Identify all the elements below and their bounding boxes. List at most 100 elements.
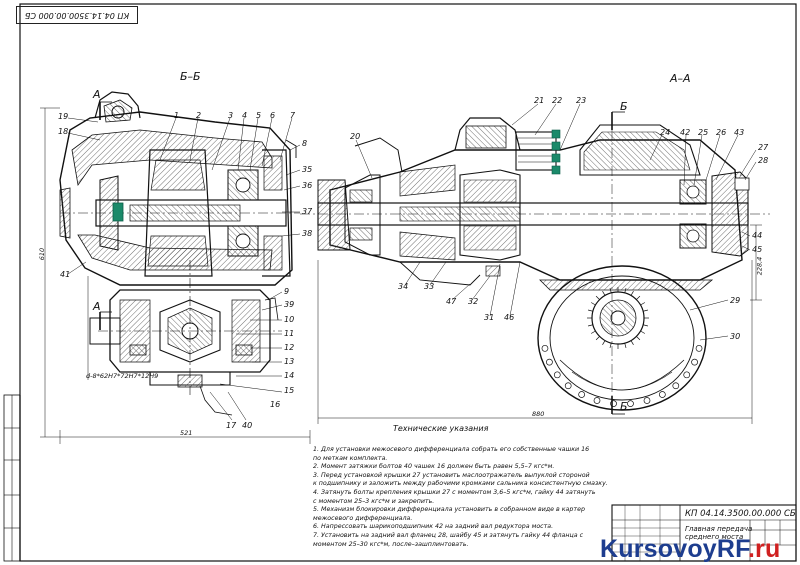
callout: 11 [284, 329, 295, 338]
callout: 10 [284, 315, 295, 324]
callout: 28 [758, 156, 769, 165]
bolt-hole [643, 397, 651, 404]
gear-tooth [602, 290, 606, 296]
bolt-hole [578, 391, 585, 398]
gear-tooth [590, 302, 596, 306]
note-line: по меткам комплекта. [313, 454, 388, 462]
callout: 30 [730, 332, 741, 341]
leaders-right [355, 103, 757, 341]
drawing-code-stamp: КП 04.14.3500.00.000 СБ [16, 6, 138, 24]
callout: 4 [242, 111, 248, 120]
callout: 18 [58, 127, 69, 136]
callout: 6 [270, 111, 276, 120]
callout: 29 [730, 296, 741, 305]
bolt-hole [659, 391, 666, 398]
brand-main: KursovoyRF [600, 535, 748, 563]
gear-tooth [624, 343, 627, 349]
bolt-hole [541, 344, 549, 352]
section-bb-title: Б–Б [180, 70, 201, 83]
note-line: моментом 25–30 кгс*м, после–зашплинтоват… [313, 540, 469, 548]
callout: 45 [752, 245, 763, 254]
note-line: 4. Затянуть болты крепления крышки 27 с … [313, 488, 596, 496]
bolt-hole [672, 382, 680, 390]
gear-tooth [630, 290, 634, 296]
gear-tooth [587, 324, 593, 327]
callout: 36 [302, 181, 313, 190]
callout: 22 [552, 96, 563, 105]
note-line: 1. Для установки межосевого дифференциал… [313, 446, 590, 453]
callout: 41 [60, 270, 71, 279]
title-block-name-line2: среднего моста [685, 533, 744, 541]
gear-tooth [643, 324, 649, 327]
gear-tooth [609, 287, 612, 293]
callout: 2 [196, 111, 202, 120]
callout: 32 [468, 297, 479, 306]
callout: 42 [680, 128, 691, 137]
gear-mark-icon [112, 202, 124, 222]
callout: 19 [58, 112, 69, 121]
brand-watermark: KursovoyRF.ru [600, 535, 780, 564]
bolt-hole [553, 371, 561, 379]
title-block-name-line1: Главная передача [685, 525, 753, 533]
note-line: с моментом 25–3 кгс*м и закрепить. [313, 497, 435, 505]
callout: 40 [242, 421, 253, 430]
callout: 31 [484, 313, 495, 322]
callout: 13 [284, 357, 295, 366]
title-block-name: Главная передача среднего моста [685, 525, 752, 541]
title-block [611, 504, 797, 562]
callout: 1 [174, 111, 180, 120]
gear-tooth [640, 302, 646, 306]
bolt-hole [627, 400, 634, 407]
bolt-hole [546, 358, 553, 366]
dim-228: 228,4 [755, 256, 764, 276]
dim-521: 521 [180, 429, 193, 437]
callout: 17 [226, 421, 237, 430]
view-aa [300, 111, 770, 415]
gear-tooth [624, 287, 627, 293]
callout: 21 [534, 96, 545, 105]
marker-b-bottom: Б [620, 400, 628, 413]
gear-tooth [602, 340, 606, 346]
gear-tooth [595, 295, 600, 300]
callout: 20 [350, 132, 361, 141]
note-line: 6. Напрессовать шарикоподшипник 42 на за… [313, 523, 554, 531]
note-line: к подшипнику и заложить между рабочими к… [313, 480, 608, 488]
sheet-frame [19, 3, 797, 562]
callout: 39 [284, 300, 295, 309]
callout: 47 [446, 297, 457, 306]
callout: 34 [398, 282, 409, 291]
callout: 24 [660, 128, 671, 137]
section-aa-title: А–А [670, 72, 691, 85]
technical-notes: 1. Для установки межосевого дифференциал… [313, 446, 613, 549]
callout: 5 [256, 111, 262, 120]
callout: 44 [752, 231, 763, 240]
callout: 46 [504, 313, 515, 322]
notes-title: Технические указания [393, 424, 489, 433]
gear-tooth [640, 330, 646, 334]
callout: 8 [302, 139, 308, 148]
bolt-hole [691, 358, 698, 366]
note-line: 7. Установить на задний вал фланец 28, ш… [313, 531, 584, 539]
dims-right [317, 224, 762, 424]
callout: 33 [424, 282, 435, 291]
dim-880: 880 [532, 410, 545, 418]
note-line: межосевого дифференциала. [313, 514, 413, 522]
gear-tooth [630, 340, 634, 346]
callout: 26 [716, 128, 727, 137]
bolt-hole [564, 382, 572, 390]
marker-a-top: А [93, 88, 101, 101]
callout: 3 [228, 111, 234, 120]
callout: 38 [302, 229, 313, 238]
bolt-hole [695, 344, 703, 352]
brand-suffix: .ru [747, 535, 781, 563]
callout: 15 [284, 386, 295, 395]
dim-spline: d-8*62H7*72H7*12H9 [86, 372, 159, 380]
gear-tooth [643, 309, 649, 312]
callout: 7 [290, 111, 296, 120]
bolt-hole [593, 397, 601, 404]
leaders-left [67, 117, 301, 421]
view-bb [59, 91, 300, 416]
marker-b-top: Б [620, 100, 628, 113]
callout: 27 [758, 143, 769, 152]
gear-tooth [636, 295, 641, 300]
